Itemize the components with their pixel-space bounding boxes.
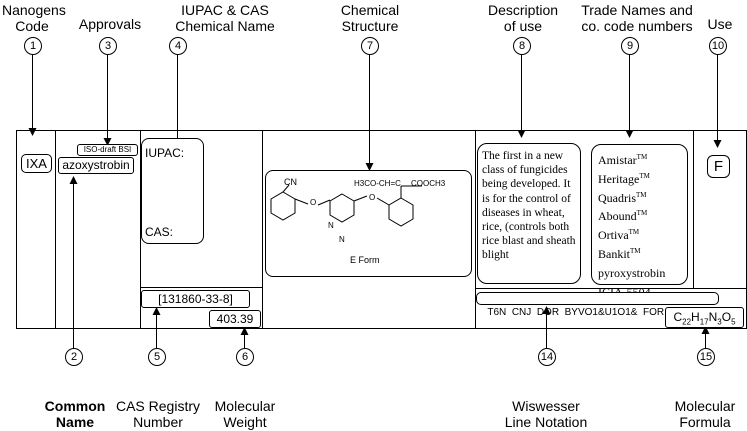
use-code-value: F <box>713 158 724 175</box>
common-name-value: azoxystrobin <box>62 158 130 172</box>
trade-name-item: pyroxystrobin <box>598 265 666 280</box>
approval-badge: ISO-draft BSI <box>77 144 138 156</box>
description-text: The first in a new class of fungicides b… <box>482 150 576 262</box>
header-description: Description of use <box>487 2 559 34</box>
structure-label-cn: CN <box>284 177 297 187</box>
trade-name-item: AmistarTM <box>598 153 648 167</box>
formula-element-o: O <box>721 310 732 324</box>
structure-label-chain: H3CO-CH=C <box>354 179 401 188</box>
use-code-box: F <box>707 155 730 178</box>
formula-count-h: 17 <box>699 317 709 327</box>
structure-label-o1: O <box>310 198 317 207</box>
callout-number-5: 5 <box>148 348 166 366</box>
callout-number-4: 4 <box>169 37 187 55</box>
header-nanogens-code: Nanogens Code <box>2 2 66 34</box>
trade-names-box: AmistarTM HeritageTM QuadrisTM AboundTM … <box>591 144 688 299</box>
cas-number-box: [131860-33-8] <box>141 290 250 308</box>
molecular-weight-box: 403.39 <box>209 310 261 328</box>
iupac-cas-box: IUPAC: CAS: <box>141 138 204 244</box>
wiswesser-value: T6N CNJ DOR BYVO1&U1O1& FOR BCN <box>487 307 691 318</box>
approval-value: ISO-draft BSI <box>83 145 132 154</box>
nanogens-code-box: IXA <box>21 154 52 173</box>
trade-name-item: AboundTM <box>598 209 648 224</box>
header-chemical-structure: Chemical Structure <box>340 2 400 34</box>
chemical-structure-box: CN H3CO-CH=C COOCH3 O O N N E Form <box>265 170 472 277</box>
footer-common-name: Common Name <box>44 398 106 430</box>
iupac-label: IUPAC: <box>145 146 185 160</box>
formula-count-c: 22 <box>682 317 692 327</box>
callout-number-14: 14 <box>538 348 556 366</box>
trade-name-item: OrtivaTM <box>598 228 640 243</box>
trade-name-item: HeritageTM <box>598 171 650 186</box>
cas-number-value: [131860-33-8] <box>158 292 233 306</box>
molecular-weight-value: 403.39 <box>216 312 254 326</box>
formula-count-n: 3 <box>717 317 722 327</box>
structure-caption: E Form <box>350 255 380 265</box>
cas-label: CAS: <box>145 225 174 239</box>
structure-label-n1: N <box>328 221 334 230</box>
description-box: The first in a new class of fungicides b… <box>477 143 581 284</box>
header-iupac-cas: IUPAC & CAS Chemical Name <box>175 2 275 34</box>
chemical-structure-drawing <box>270 184 422 227</box>
header-approvals: Approvals <box>78 16 142 32</box>
footer-molecular-weight: Molecular Weight <box>214 398 276 430</box>
callout-arrows <box>28 54 722 348</box>
trade-name-item: BankitTM <box>598 246 641 261</box>
formula-count-o: 5 <box>731 317 736 327</box>
callout-number-15: 15 <box>697 348 715 366</box>
header-trade-names: Trade Names and co. code numbers <box>581 2 693 34</box>
structure-label-n2: N <box>339 235 345 244</box>
wiswesser-box: T6N CNJ DOR BYVO1&U1O1& FOR BCN <box>476 292 719 318</box>
nanogens-code-value: IXA <box>26 156 47 171</box>
footer-cas-registry: CAS Registry Number <box>115 398 201 430</box>
callout-number-10: 10 <box>709 37 727 55</box>
trade-name-item: QuadrisTM <box>598 190 647 205</box>
footer-wiswesser: Wiswesser Line Notation <box>504 398 588 430</box>
header-use: Use <box>707 16 733 32</box>
formula-element-c: C <box>673 310 683 324</box>
callout-number-2: 2 <box>65 348 83 366</box>
formula-element-h: H <box>691 310 700 324</box>
structure-label-o2: O <box>369 193 376 202</box>
common-name-box: azoxystrobin <box>58 157 134 174</box>
molecular-formula-box: C22H17N3O5 <box>665 307 744 328</box>
formula-element-n: N <box>708 310 718 324</box>
structure-label-ester: COOCH3 <box>411 179 446 188</box>
callout-number-6: 6 <box>236 348 254 366</box>
footer-molecular-formula: Molecular Formula <box>674 398 736 430</box>
